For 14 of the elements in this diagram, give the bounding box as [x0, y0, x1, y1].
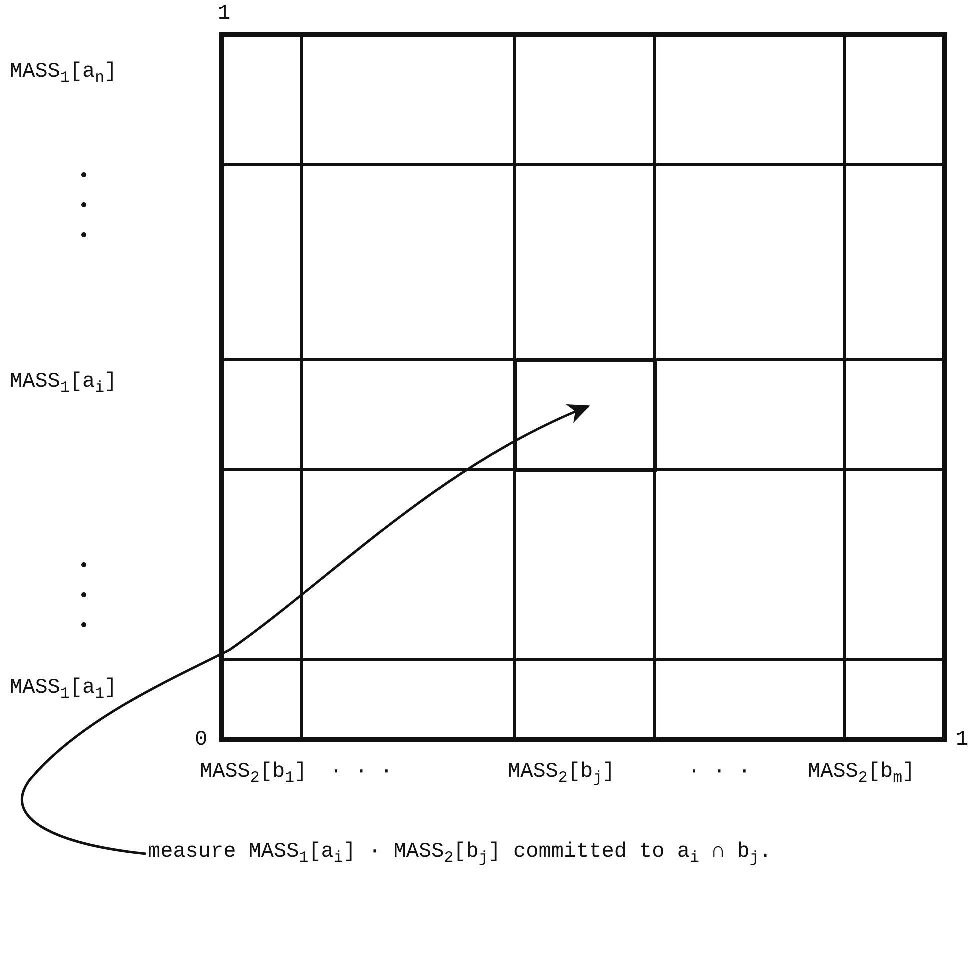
row-label: MASS$_{1}$[a$_{1}$]: [10, 676, 118, 704]
column-label: MASS$_{2}$[b$_{j}$]: [508, 760, 616, 788]
ellipsis: · · ·: [688, 760, 752, 786]
ellipsis: · · ·: [330, 760, 394, 786]
row-label: MASS$_{1}$[a$_{n}$]: [10, 60, 118, 88]
column-label: MASS$_{2}$[b$_{1}$]: [200, 760, 308, 788]
column-label: MASS$_{2}$[b$_{m}$]: [808, 760, 916, 788]
row-label: MASS$_{1}$[a$_{i}$]: [10, 370, 118, 398]
grid-cell: [514, 358, 656, 472]
caption-text: measure MASS$_{1}$[a$_{i}$] · MASS$_{2}$[b$_{j}$] committed to a$_{i}$ ∩ b$_{j}$.: [148, 840, 772, 868]
axis-tick-label: 1: [218, 2, 231, 28]
axis-tick-label: 1: [956, 728, 969, 754]
axis-tick-label: 0: [195, 728, 208, 754]
curved-arrow: [21, 405, 590, 856]
